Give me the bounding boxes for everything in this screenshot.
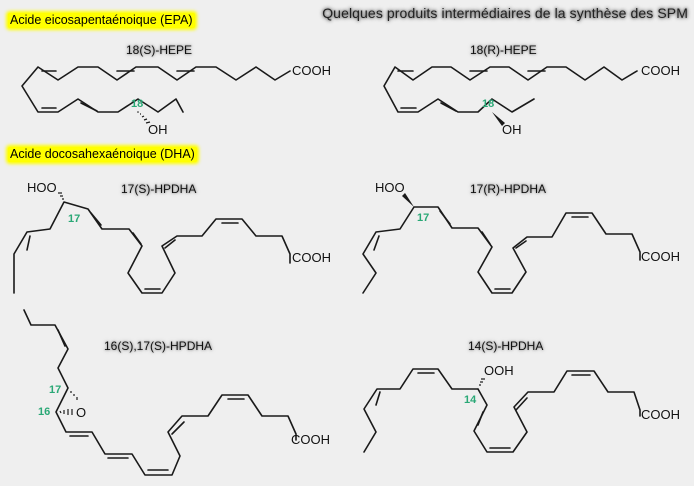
hoo-label: HOO [27, 180, 57, 195]
cooh-label: COOH [641, 63, 680, 78]
page-title: Quelques produits intermédiaires de la s… [322, 5, 688, 21]
structure-18r-hepe: COOH OH 18 [383, 63, 680, 137]
cooh-label: COOH [292, 63, 331, 78]
molecule-name-18r-hepe: 18(R)-HEPE [470, 43, 537, 57]
section-label-epa: Acide eicosapentaénoique (EPA) [8, 13, 195, 28]
ooh-label: OOH [484, 363, 514, 378]
cooh-label: COOH [641, 249, 680, 264]
cooh-label: COOH [291, 432, 330, 447]
structure-14s-hpdha: OOH COOH 14 [363, 363, 680, 453]
oh-label: OH [148, 122, 168, 137]
epoxide-o-label: O [76, 405, 86, 420]
structure-17r-hpdha: HOO COOH 17 [362, 180, 680, 294]
structure-16s17s-hpdha: O COOH 17 16 [23, 309, 330, 476]
cooh-label: COOH [641, 407, 680, 422]
cooh-label: COOH [292, 250, 331, 265]
carbon-number-14: 14 [464, 394, 477, 406]
carbon-number-18: 18 [131, 98, 143, 110]
carbon-number-18: 18 [482, 98, 494, 110]
molecule-name-18s-hepe: 18(S)-HEPE [126, 43, 193, 57]
molecule-name-17s-hpdha: 17(S)-HPDHA [121, 182, 197, 196]
hoo-label: HOO [375, 180, 405, 195]
structure-17s-hpdha: HOO COOH 17 [13, 180, 331, 294]
carbon-number-17: 17 [417, 212, 429, 224]
carbon-number-17: 17 [68, 213, 80, 225]
section-label-dha: Acide docosahexaénoique (DHA) [8, 147, 197, 162]
oh-label: OH [502, 122, 522, 137]
carbon-number-16: 16 [38, 406, 50, 418]
carbon-number-17: 17 [49, 384, 61, 396]
molecule-name-17r-hpdha: 17(R)-HPDHA [470, 182, 547, 196]
molecule-name-14s-hpdha: 14(S)-HPDHA [468, 339, 544, 353]
molecule-name-16s17s-hpdha: 16(S),17(S)-HPDHA [104, 339, 213, 353]
structure-18s-hepe: COOH OH 18 [21, 63, 331, 137]
